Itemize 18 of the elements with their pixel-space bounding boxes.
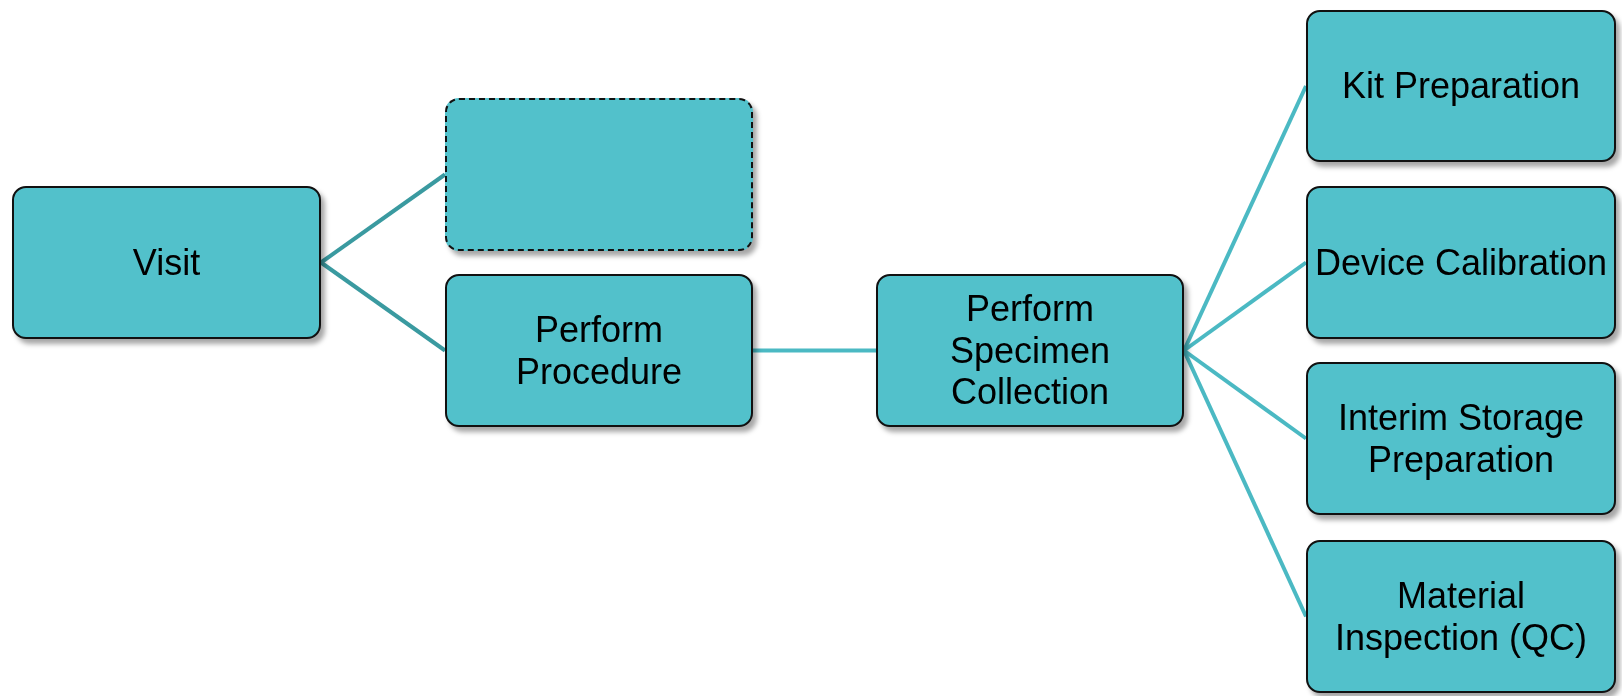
box-label: Material Inspection (QC) <box>1333 575 1589 658</box>
box-label: Perform Procedure <box>514 309 684 392</box>
process-box <box>1306 10 1616 162</box>
process-box <box>1306 540 1616 693</box>
box-label: Device Calibration <box>1313 241 1609 284</box>
connector-line <box>753 348 876 353</box>
connector-line <box>319 172 447 265</box>
process-box <box>1306 362 1616 515</box>
process-box <box>445 274 753 427</box>
process-box <box>1306 186 1616 339</box>
box-label: Visit <box>131 241 202 284</box>
box-label: Perform Specimen Collection <box>948 288 1112 413</box>
process-box <box>876 274 1184 427</box>
process-box <box>12 186 321 339</box>
box-label: Interim Storage Preparation <box>1336 397 1586 480</box>
connector-line <box>319 260 447 353</box>
placeholder-box <box>445 98 753 251</box>
box-label: Kit Preparation <box>1340 65 1582 107</box>
